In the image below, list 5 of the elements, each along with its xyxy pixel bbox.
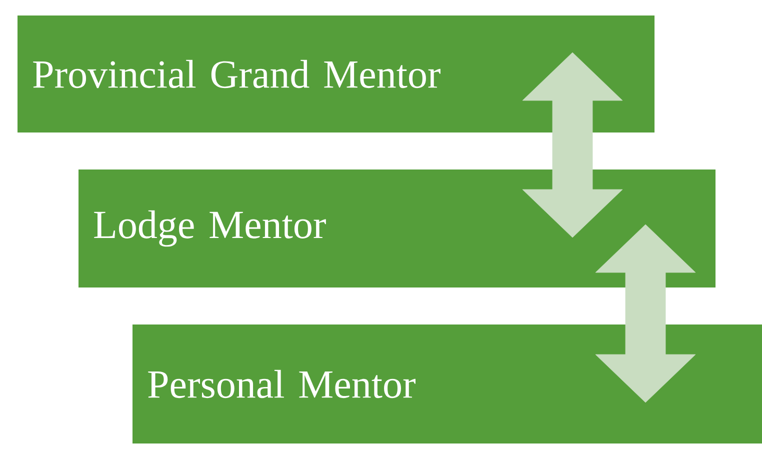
double-arrow xyxy=(522,52,623,238)
process-box: Personal Mentor xyxy=(128,320,762,448)
process-box: Provincial Grand Mentor xyxy=(12,10,660,138)
double-arrow xyxy=(595,224,696,403)
process-box: Lodge Mentor xyxy=(74,164,720,292)
